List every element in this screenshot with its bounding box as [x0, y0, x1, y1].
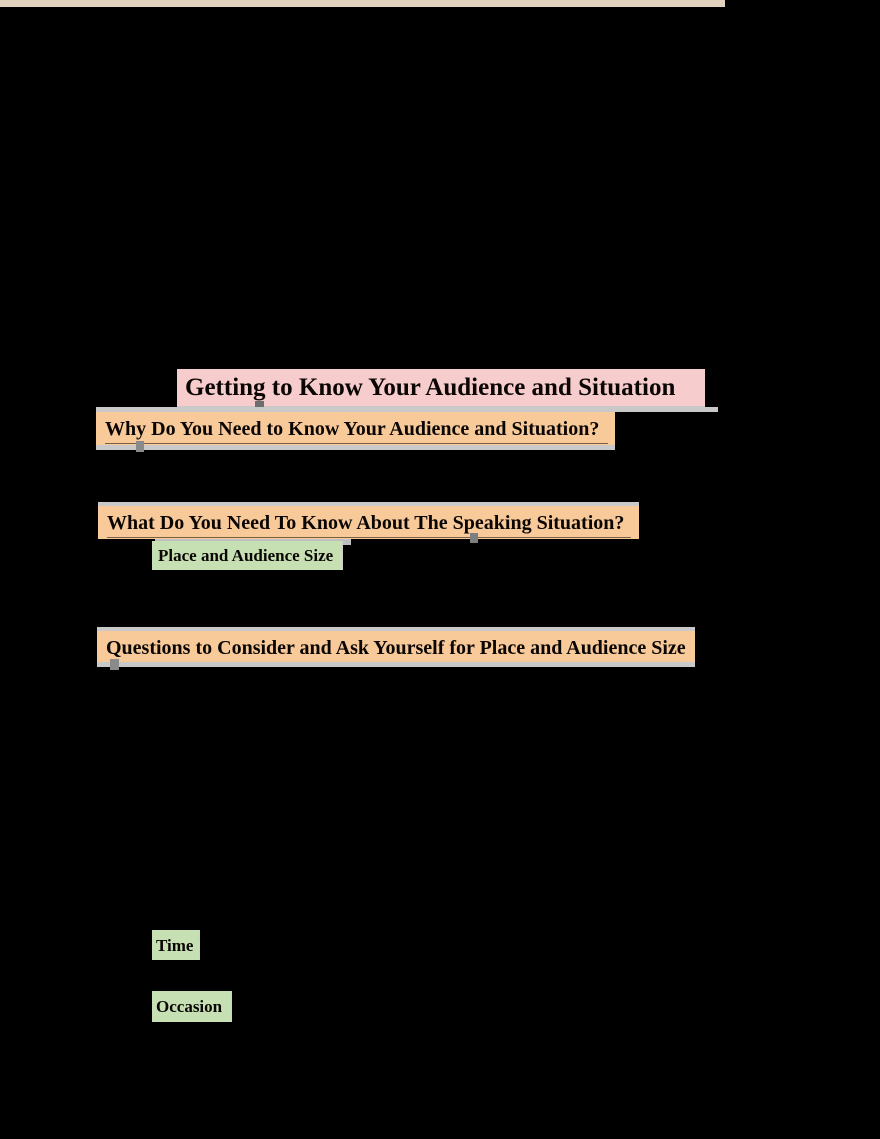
heading-1-anchor-mark	[136, 441, 144, 452]
subheading-time: Time	[152, 930, 199, 960]
horizontal-rule	[0, 0, 725, 7]
heading-questions-to-consider: Questions to Consider and Ask Yourself f…	[97, 631, 695, 664]
heading-2-underline	[107, 537, 631, 538]
heading-1-underline	[105, 443, 608, 444]
heading-1-top-edge	[96, 407, 718, 412]
heading-3-top-edge	[97, 627, 695, 631]
heading-2-top-edge	[98, 502, 639, 506]
heading-3-anchor-mark	[110, 659, 119, 670]
subheading-place-and-audience-size: Place and Audience Size	[152, 541, 342, 570]
heading-why-know-audience: Why Do You Need to Know Your Audience an…	[96, 412, 615, 445]
page-title: Getting to Know Your Audience and Situat…	[177, 369, 705, 406]
heading-2-anchor-mark	[470, 533, 478, 543]
heading-1-bottom-edge	[96, 445, 615, 450]
heading-what-know-speaking-situation: What Do You Need To Know About The Speak…	[98, 506, 639, 539]
heading-3-bottom-edge	[97, 662, 695, 667]
title-anchor-mark	[255, 401, 264, 411]
subheading-occasion: Occasion	[152, 991, 231, 1022]
